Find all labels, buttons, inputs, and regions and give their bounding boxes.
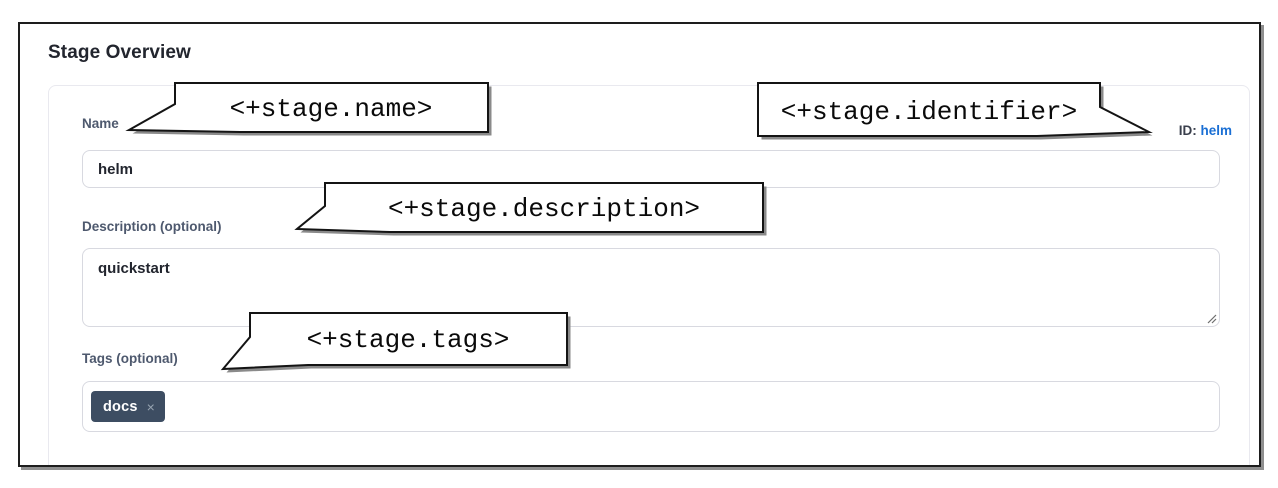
stage-details-panel: Name ID: helm Description (optional) qui… [48,85,1250,465]
description-field-wrap: quickstart [82,248,1220,327]
description-textarea[interactable]: quickstart [82,248,1220,327]
close-icon[interactable]: × [146,398,156,415]
tag-chip: docs × [91,391,166,422]
tags-input[interactable]: docs × [82,381,1220,432]
name-label: Name [82,116,119,131]
tags-label: Tags (optional) [82,351,178,366]
page-title: Stage Overview [48,42,191,63]
stage-id-row: ID: helm [1179,122,1232,140]
name-input[interactable] [82,150,1220,188]
id-prefix-label: ID: [1178,123,1197,138]
description-label: Description (optional) [82,219,222,234]
resize-handle-icon[interactable] [1205,312,1217,324]
tag-chip-label: docs [103,398,138,415]
screenshot-frame: Stage Overview Name ID: helm Description… [18,22,1261,467]
id-value-link[interactable]: helm [1200,123,1232,138]
